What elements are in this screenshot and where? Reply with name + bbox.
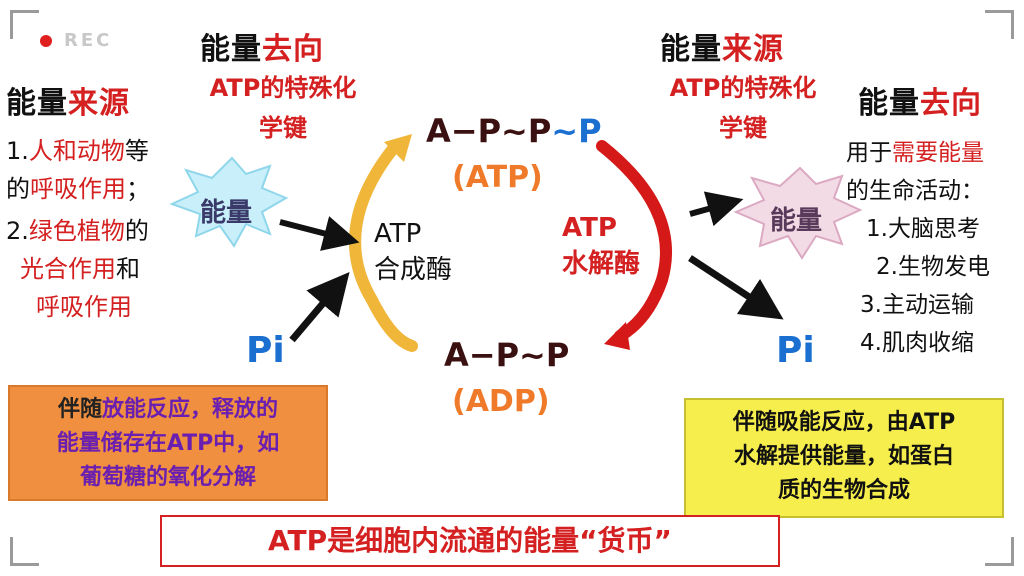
right-intro: 用于需要能量 <box>846 140 984 166</box>
frame-corner-bottom-left <box>10 537 39 566</box>
right-intro-2: 的生命活动： <box>846 178 984 204</box>
endergonic-line-3: 质的生物合成 <box>777 478 910 503</box>
hydrolysis-arrowhead <box>604 322 630 350</box>
left-line-5: 呼吸作用 <box>36 293 132 321</box>
right-item-3: 3.主动运输 <box>860 292 974 318</box>
right-item-2: 2.生物发电 <box>876 254 990 280</box>
record-dot-icon <box>40 34 52 47</box>
endergonic-note: 伴随吸能反应，由ATP 水解提供能量，如蛋白 质的生物合成 <box>684 398 1004 518</box>
atp-currency-banner: ATP是细胞内流通的能量“货币” <box>160 515 780 567</box>
rec-label: REC <box>64 30 113 51</box>
hydrolysis-arc <box>596 140 672 342</box>
frame-corner-bottom-right <box>985 537 1014 566</box>
pi-right: Pi <box>776 330 815 371</box>
frame-corner-top-left <box>10 10 39 39</box>
atp-name: (ATP) <box>452 160 543 195</box>
right-item-1: 1.大脑思考 <box>866 216 980 242</box>
energy-burst-left <box>169 156 289 248</box>
right-destination-title: 能量去向 <box>858 86 982 121</box>
pi-out-arrow <box>688 255 784 320</box>
left-line-2: 的呼吸作用； <box>6 175 150 203</box>
rec-indicator: REC <box>40 30 112 51</box>
left-line-1: 1.人和动物等 <box>6 137 149 165</box>
adp-formula: A−P~P <box>444 336 570 374</box>
energy-burst-right <box>733 166 863 260</box>
left-line-3: 2.绿色植物的 <box>6 217 149 245</box>
atp-synthase-label: ATP 合成酶 <box>374 219 453 285</box>
exergonic-note: 伴随放能反应，释放的 能量储存在ATP中，如 葡萄糖的氧化分解 <box>8 385 328 501</box>
left-line-4: 光合作用和 <box>20 255 140 283</box>
endergonic-line-1: 伴随吸能反应，由ATP <box>732 410 956 435</box>
upper-left-subtitle: ATP的特殊化 学键 <box>209 74 357 142</box>
endergonic-line-2: 水解提供能量，如蛋白 <box>733 444 954 469</box>
synthesis-arc <box>349 144 418 352</box>
pi-left: Pi <box>246 330 285 371</box>
energy-label-left: 能量 <box>200 198 253 228</box>
frame-corner-top-right <box>985 10 1014 39</box>
right-item-4: 4.肌肉收缩 <box>860 330 974 356</box>
exergonic-line-2: 能量储存在ATP中，如 <box>56 431 280 456</box>
energy-out-arrow <box>689 191 744 227</box>
exergonic-line-1: 伴随放能反应，释放的 <box>57 397 279 422</box>
left-source-text: 1.人和动物等 的呼吸作用； 2.绿色植物的 光合作用和 呼吸作用 <box>6 132 150 326</box>
energy-label-right: 能量 <box>770 206 823 236</box>
left-source-title: 能量来源 <box>6 86 130 121</box>
energy-in-arrow <box>279 216 360 251</box>
upper-left-title: 能量去向 <box>200 32 324 67</box>
right-destination-text: 用于需要能量 的生命活动： 1.大脑思考 2.生物发电 3.主动运输 4.肌肉收… <box>846 134 990 362</box>
adp-name: (ADP) <box>452 384 550 419</box>
upper-right-title: 能量来源 <box>660 32 784 67</box>
atp-hydrolase-label: ATP 水解酶 <box>562 213 641 279</box>
pi-in-arrow <box>289 271 350 343</box>
synthesis-arrowhead <box>384 134 412 162</box>
exergonic-line-3: 葡萄糖的氧化分解 <box>79 465 256 490</box>
upper-right-subtitle: ATP的特殊化 学键 <box>669 74 817 142</box>
atp-formula: A−P~P~P <box>426 112 602 150</box>
